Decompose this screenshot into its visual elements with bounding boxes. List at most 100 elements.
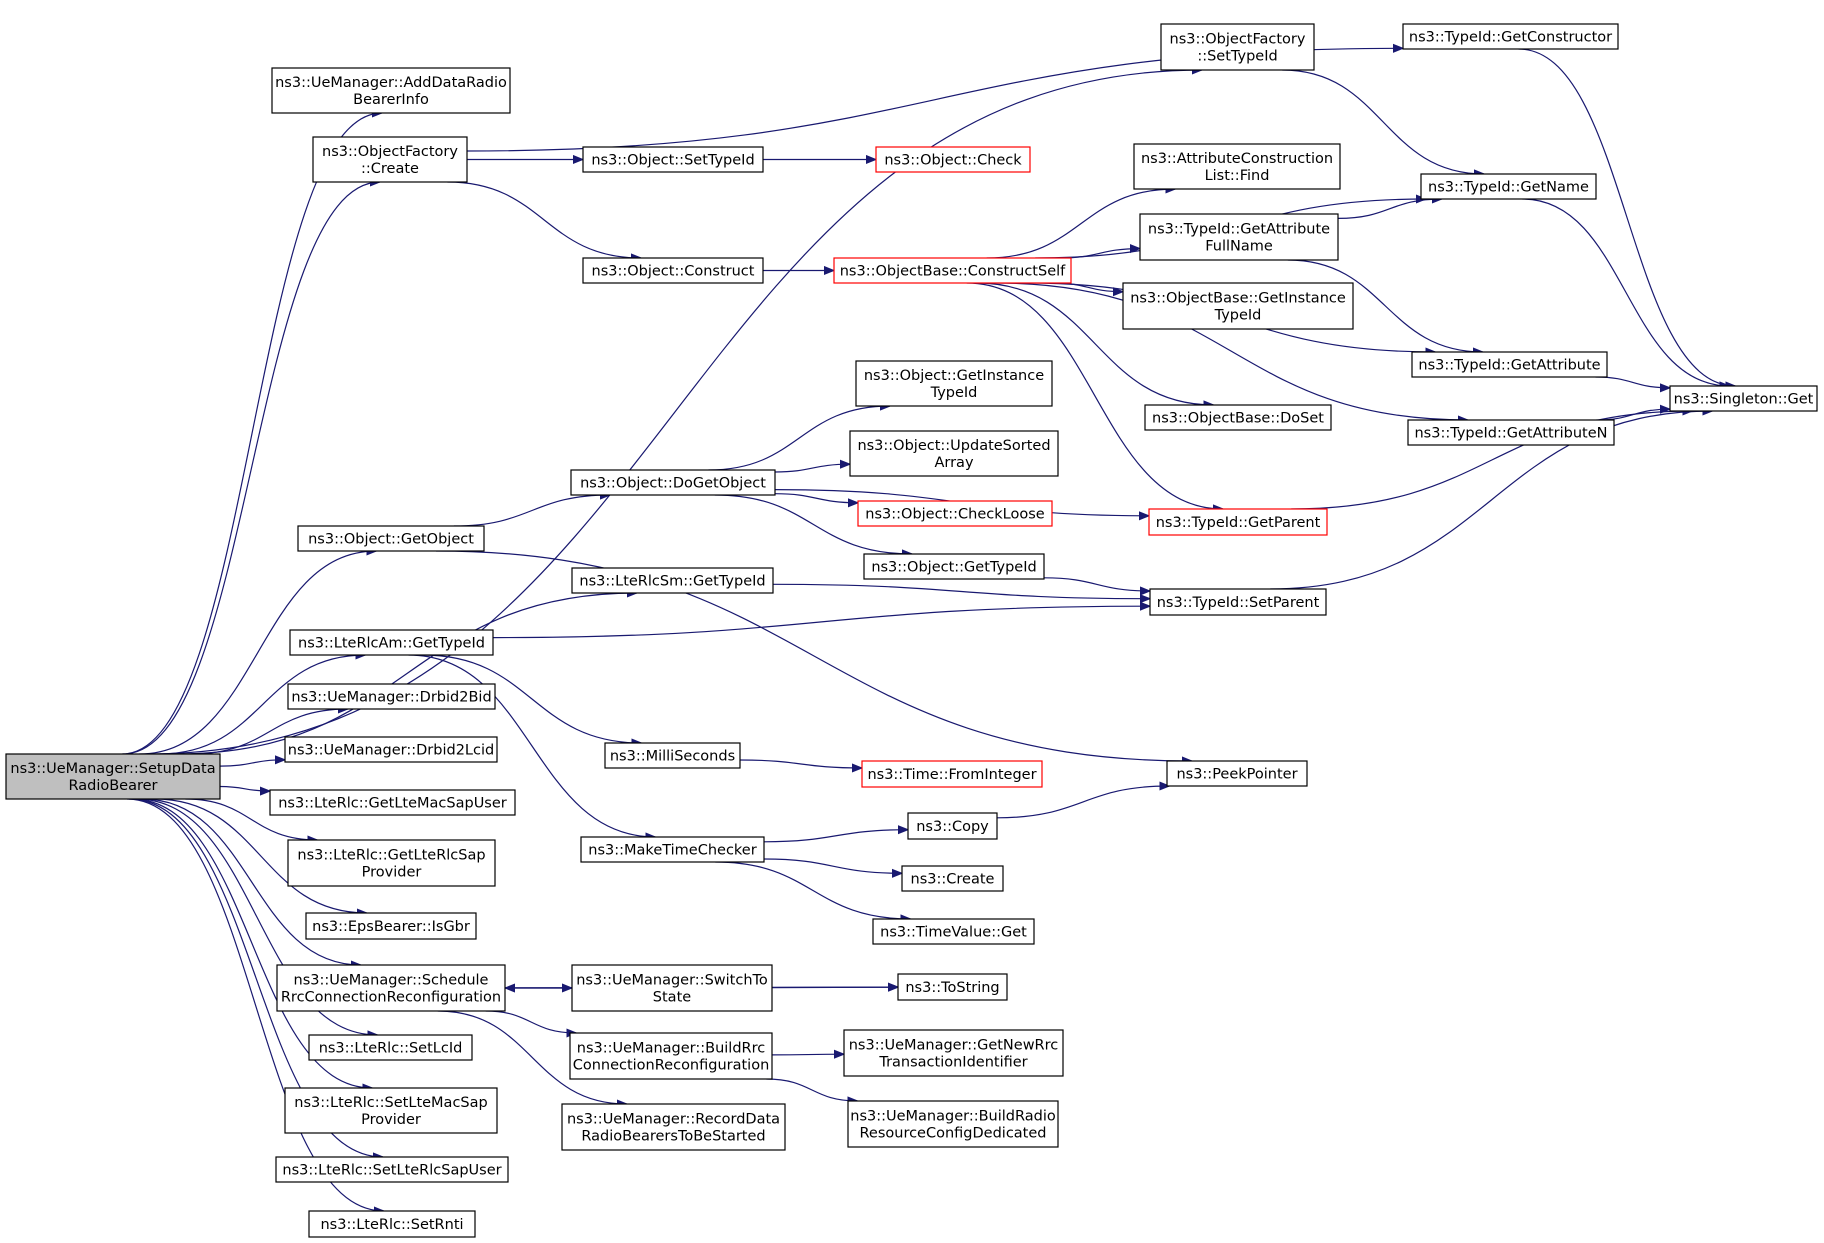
node-box[interactable] bbox=[561, 1103, 786, 1151]
node-box[interactable] bbox=[271, 67, 511, 114]
node-box[interactable] bbox=[1148, 508, 1328, 536]
node-of_settypeid[interactable]: ns3::ObjectFactory::SetTypeId bbox=[1160, 23, 1315, 71]
edge-tid_getattribute-to-singleton_get bbox=[1595, 376, 1671, 388]
node-box[interactable] bbox=[875, 146, 1031, 173]
node-box[interactable] bbox=[582, 146, 764, 173]
node-ob_doset[interactable]: ns3::ObjectBase::DoSet bbox=[1144, 404, 1332, 431]
node-box[interactable] bbox=[861, 760, 1043, 788]
node-obj_checkloose[interactable]: ns3::Object::CheckLoose bbox=[857, 500, 1053, 527]
node-box[interactable] bbox=[857, 500, 1053, 527]
node-tostring[interactable]: ns3::ToString bbox=[897, 973, 1008, 1001]
node-tid_getname[interactable]: ns3::TypeId::GetName bbox=[1420, 173, 1597, 200]
node-box[interactable] bbox=[1122, 282, 1354, 330]
node-rlcsm_gettypeid[interactable]: ns3::LteRlcSm::GetTypeId bbox=[571, 567, 774, 594]
node-tid_getattributen[interactable]: ns3::TypeId::GetAttributeN bbox=[1407, 419, 1615, 446]
node-create[interactable]: ns3::Create bbox=[901, 865, 1004, 892]
node-maketimechecker[interactable]: ns3::MakeTimeChecker bbox=[580, 836, 765, 863]
node-box[interactable] bbox=[570, 469, 776, 496]
node-getnewrrc[interactable]: ns3::UeManager::GetNewRrcTransactionIden… bbox=[843, 1029, 1064, 1077]
node-box[interactable] bbox=[1166, 760, 1308, 787]
node-ob_constructself[interactable]: ns3::ObjectBase::ConstructSelf bbox=[833, 257, 1072, 284]
node-setrnti[interactable]: ns3::LteRlc::SetRnti bbox=[308, 1210, 476, 1238]
node-tid_getattribute[interactable]: ns3::TypeId::GetAttribute bbox=[1411, 351, 1608, 378]
node-box[interactable] bbox=[1149, 588, 1327, 616]
node-getltemacsapuser[interactable]: ns3::LteRlc::GetLteMacSapUser bbox=[269, 789, 516, 816]
node-box[interactable] bbox=[1144, 404, 1332, 431]
node-box[interactable] bbox=[275, 1156, 509, 1183]
node-obj_gettypeid[interactable]: ns3::Object::GetTypeId bbox=[863, 553, 1045, 580]
node-box[interactable] bbox=[582, 257, 764, 284]
node-schedule[interactable]: ns3::UeManager::ScheduleRrcConnectionRec… bbox=[276, 964, 506, 1012]
node-tid_setparent[interactable]: ns3::TypeId::SetParent bbox=[1149, 588, 1327, 616]
node-buildrrc[interactable]: ns3::UeManager::BuildRrcConnectionReconf… bbox=[569, 1032, 773, 1080]
node-box[interactable] bbox=[901, 865, 1004, 892]
node-box[interactable] bbox=[849, 430, 1059, 477]
node-box[interactable] bbox=[1407, 419, 1615, 446]
node-label: ns3::Object::SetTypeId bbox=[591, 153, 754, 169]
node-box[interactable] bbox=[1133, 143, 1341, 190]
node-box[interactable] bbox=[308, 1210, 476, 1238]
node-timevalue_get[interactable]: ns3::TimeValue::Get bbox=[872, 918, 1035, 945]
node-obj_check[interactable]: ns3::Object::Check bbox=[875, 146, 1031, 173]
node-box[interactable] bbox=[855, 360, 1053, 407]
node-box[interactable] bbox=[276, 964, 506, 1012]
node-buildradio[interactable]: ns3::UeManager::BuildRadioResourceConfig… bbox=[847, 1100, 1059, 1148]
node-box[interactable] bbox=[897, 973, 1008, 1001]
node-millis[interactable]: ns3::MilliSeconds bbox=[604, 742, 741, 769]
node-box[interactable] bbox=[571, 567, 774, 594]
node-box[interactable] bbox=[847, 1100, 1059, 1148]
node-box[interactable] bbox=[1402, 23, 1619, 50]
node-peekpointer[interactable]: ns3::PeekPointer bbox=[1166, 760, 1308, 787]
node-box[interactable] bbox=[872, 918, 1035, 945]
node-box[interactable] bbox=[1420, 173, 1597, 200]
node-box[interactable] bbox=[863, 553, 1045, 580]
node-box[interactable] bbox=[297, 525, 485, 552]
node-box[interactable] bbox=[569, 1032, 773, 1080]
node-box[interactable] bbox=[269, 789, 516, 816]
node-box[interactable] bbox=[1139, 213, 1339, 261]
node-drbid2bid[interactable]: ns3::UeManager::Drbid2Bid bbox=[287, 683, 496, 710]
node-copy[interactable]: ns3::Copy bbox=[907, 812, 998, 840]
node-obj_dogetobject[interactable]: ns3::Object::DoGetObject bbox=[570, 469, 776, 496]
node-box[interactable] bbox=[1411, 351, 1608, 378]
node-box[interactable] bbox=[907, 812, 998, 840]
node-isgbr[interactable]: ns3::EpsBearer::IsGbr bbox=[305, 912, 477, 940]
node-tid_getparent[interactable]: ns3::TypeId::GetParent bbox=[1148, 508, 1328, 536]
node-box[interactable] bbox=[833, 257, 1072, 284]
node-box[interactable] bbox=[305, 912, 477, 940]
node-singleton_get[interactable]: ns3::Singleton::Get bbox=[1669, 385, 1818, 412]
node-drbid2lcid[interactable]: ns3::UeManager::Drbid2Lcid bbox=[284, 736, 498, 763]
node-setlcid[interactable]: ns3::LteRlc::SetLcId bbox=[308, 1034, 473, 1061]
node-setlterlcsapuser[interactable]: ns3::LteRlc::SetLteRlcSapUser bbox=[275, 1156, 509, 1183]
node-recorddata[interactable]: ns3::UeManager::RecordDataRadioBearersTo… bbox=[561, 1103, 786, 1151]
node-obj_getobject[interactable]: ns3::Object::GetObject bbox=[297, 525, 485, 552]
node-obj_construct[interactable]: ns3::Object::Construct bbox=[582, 257, 764, 284]
node-box[interactable] bbox=[1160, 23, 1315, 71]
node-box[interactable] bbox=[284, 1087, 498, 1134]
node-box[interactable] bbox=[287, 683, 496, 710]
node-of_create[interactable]: ns3::ObjectFactory::Create bbox=[312, 136, 468, 183]
node-box[interactable] bbox=[604, 742, 741, 769]
node-box[interactable] bbox=[308, 1034, 473, 1061]
node-box[interactable] bbox=[843, 1029, 1064, 1077]
node-box[interactable] bbox=[289, 629, 494, 656]
node-box[interactable] bbox=[284, 736, 498, 763]
node-box[interactable] bbox=[1669, 385, 1818, 412]
node-box[interactable] bbox=[571, 964, 773, 1012]
node-box[interactable] bbox=[312, 136, 468, 183]
node-tid_getconstructor[interactable]: ns3::TypeId::GetConstructor bbox=[1402, 23, 1619, 50]
node-box[interactable] bbox=[580, 836, 765, 863]
node-box[interactable] bbox=[287, 839, 496, 887]
node-rlcam_gettypeid[interactable]: ns3::LteRlcAm::GetTypeId bbox=[289, 629, 494, 656]
node-time_frominteger[interactable]: ns3::Time::FromInteger bbox=[861, 760, 1043, 788]
node-obj_settypeid[interactable]: ns3::Object::SetTypeId bbox=[582, 146, 764, 173]
